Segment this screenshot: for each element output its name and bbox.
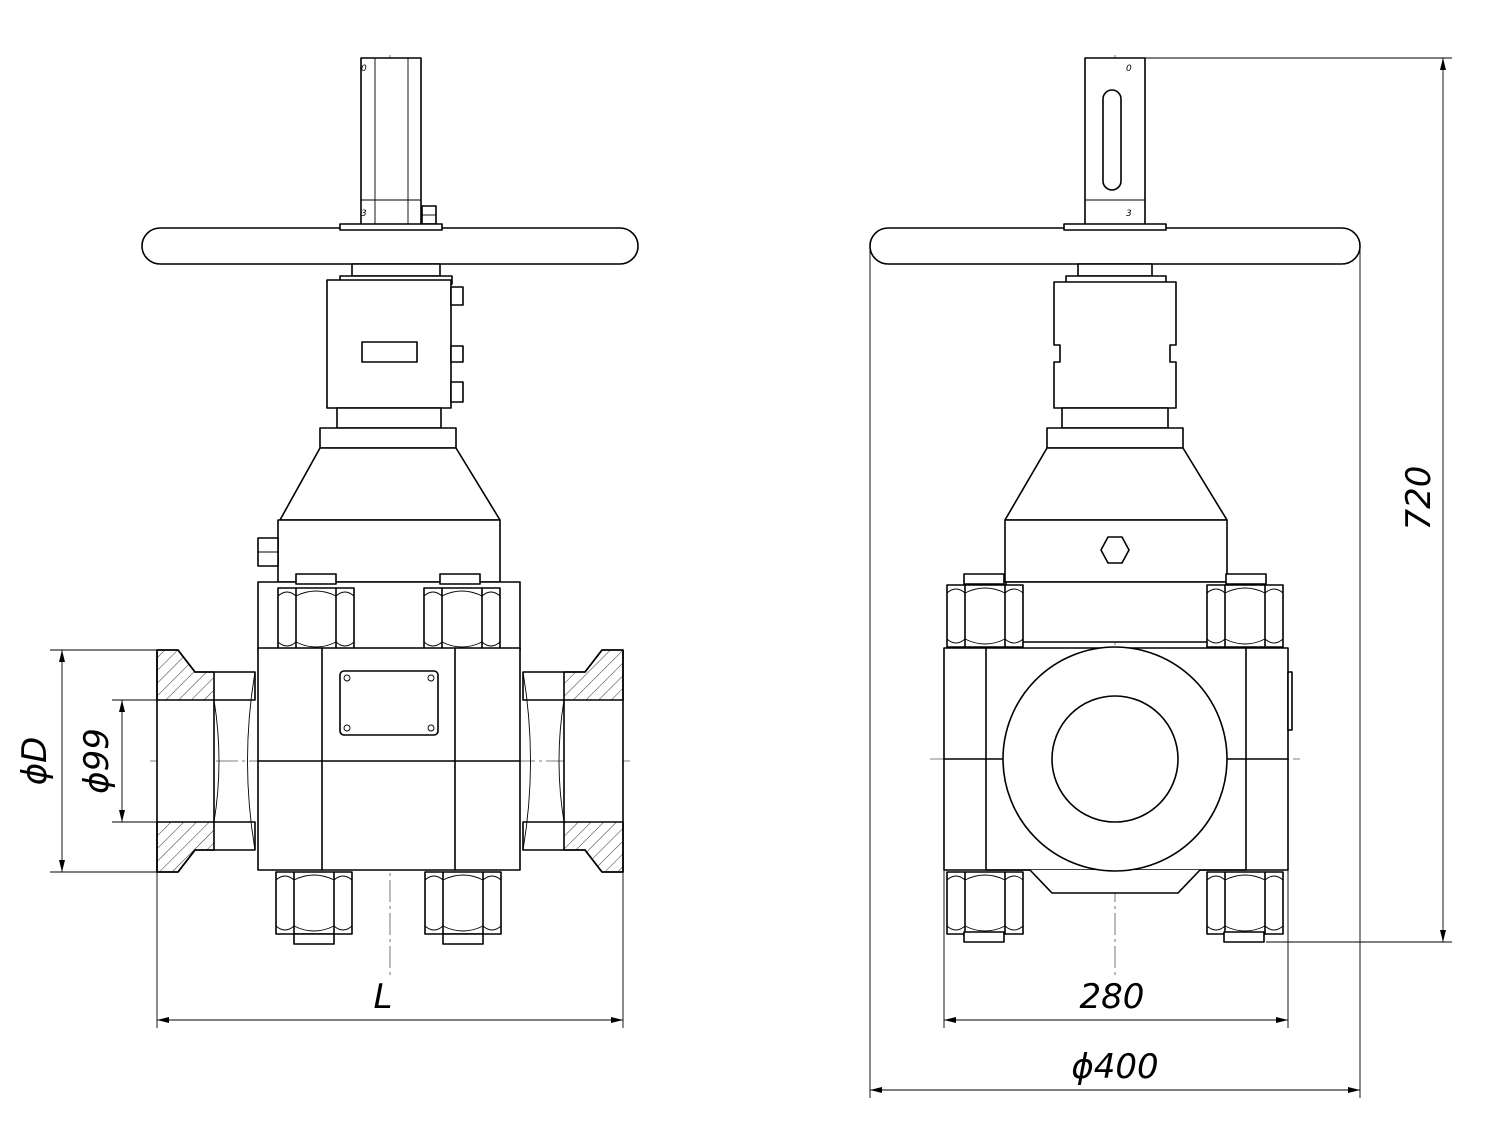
keyway-slot (1102, 89, 1122, 191)
dim-body-width: 280 (1080, 977, 1145, 1017)
stem-mark-closed: 3 (361, 209, 367, 219)
front-view (141, 55, 639, 975)
dimension-lines (50, 57, 1452, 1098)
dim-length: L (374, 977, 393, 1017)
side-view (869, 55, 1361, 975)
dim-flange-diameter: ϕD (15, 737, 55, 786)
bonnet-cone (279, 447, 501, 521)
bore (1051, 695, 1179, 823)
dim-handwheel-diameter: ϕ400 (1071, 1047, 1158, 1087)
top-housing-side (1053, 281, 1177, 409)
dim-bore-diameter: ϕ99 (77, 728, 117, 794)
handwheel-side (869, 227, 1361, 265)
stem-mark-closed-side: 3 (1126, 209, 1132, 219)
dim-overall-height: 720 (1399, 466, 1439, 531)
stem-mark-open-side: 0 (1126, 64, 1132, 74)
stem-mark-open: 0 (361, 64, 367, 74)
nameplate-small (361, 341, 418, 363)
stem-shaft (360, 57, 422, 229)
handwheel (141, 227, 639, 265)
body-nameplate (339, 670, 439, 736)
